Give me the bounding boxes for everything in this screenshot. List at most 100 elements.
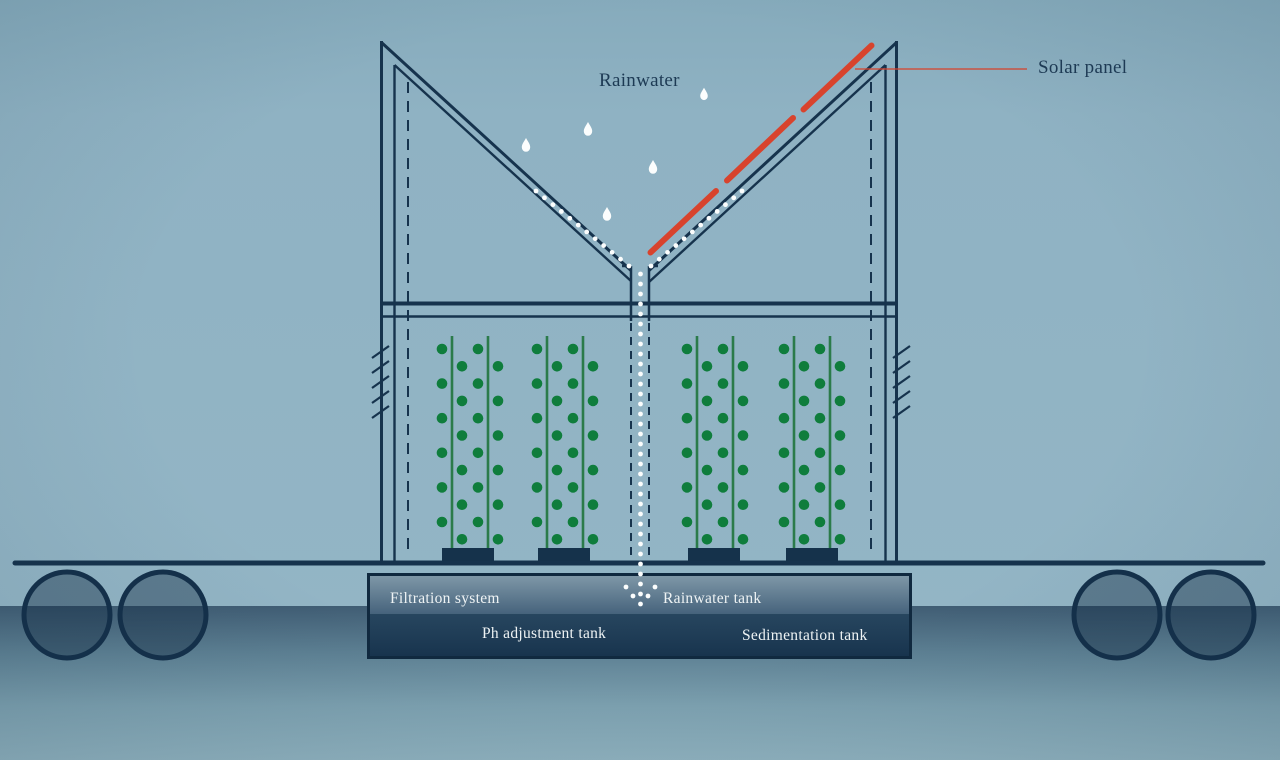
plant-leaf-dot — [472, 412, 484, 424]
tank-lower-band — [370, 614, 909, 656]
plant-leaf-dot — [531, 516, 543, 528]
plant-leaf-dot — [778, 412, 790, 424]
plant-leaf-dot — [717, 378, 729, 389]
planter-box — [442, 548, 494, 561]
water-droplet-icon — [602, 207, 612, 221]
flow-dot-downpipe — [638, 551, 643, 557]
plant-leaf-dot — [814, 412, 826, 424]
flow-dot-downpipe — [638, 411, 643, 417]
plant-leaf-dot — [587, 534, 599, 545]
flow-dot-downpipe — [638, 271, 643, 277]
plant-leaf-dot — [778, 447, 790, 459]
hatch-mark — [892, 360, 911, 374]
plant-leaf-dot — [551, 395, 563, 407]
flow-dot-left-roof — [533, 188, 539, 194]
left-roof-inner — [393, 64, 632, 282]
wheel — [1071, 569, 1163, 661]
hatch-mark — [371, 390, 390, 404]
flow-dot-downpipe — [638, 571, 643, 577]
flow-dot-downpipe — [638, 501, 643, 507]
flow-dot-downpipe — [638, 531, 643, 537]
solar-panel-segment — [724, 115, 796, 184]
gutter-downpipe — [622, 264, 658, 557]
left-roof-outer — [380, 41, 633, 272]
plant-leaf-dot — [834, 534, 846, 545]
plant-leaf-dot — [567, 343, 579, 355]
plant-leaf-dot — [456, 464, 468, 476]
solar-panel-segment — [647, 188, 719, 256]
plant-leaf-dot — [472, 447, 484, 459]
plant-leaf-dot — [531, 378, 543, 389]
flow-dot-downpipe — [638, 301, 643, 307]
flow-dot-left-roof — [626, 263, 632, 269]
water-droplet-icon — [648, 160, 658, 174]
plant-leaf-dot — [814, 516, 826, 528]
flow-dot-downpipe — [638, 481, 643, 487]
plant-leaf-dot — [492, 430, 504, 441]
wheel — [117, 569, 209, 661]
flow-dot-right-roof — [714, 209, 720, 214]
flow-dot-left-roof — [567, 215, 573, 221]
flow-dot-right-roof — [723, 202, 728, 208]
plant-leaf-dot — [551, 499, 563, 511]
plant-leaf-dot — [834, 395, 846, 407]
plant-leaf-dot — [456, 534, 468, 545]
flow-dot-downpipe — [638, 331, 643, 337]
hatch-mark — [371, 360, 390, 374]
plant-leaf-dot — [567, 447, 579, 459]
flow-dot-right-roof — [681, 236, 687, 242]
plant-leaf-dot — [681, 412, 693, 424]
plant-leaf-dot — [814, 343, 826, 355]
plant-leaf-dot — [778, 482, 790, 493]
hatch-mark — [371, 375, 390, 389]
plant-leaf-dot — [681, 482, 693, 493]
flow-dot-right-roof — [656, 256, 662, 262]
plant-leaf-dot — [798, 499, 810, 511]
flow-dot-downpipe — [638, 541, 643, 547]
hatch-mark — [371, 405, 390, 419]
plant-leaf-dot — [798, 464, 810, 476]
trailer-wheels — [21, 569, 1257, 661]
flow-dot-left-roof — [592, 236, 598, 242]
plant-leaf-dot — [587, 499, 599, 511]
plant-leaf-dot — [587, 430, 599, 441]
plant-leaf-dot — [717, 516, 729, 528]
plant-leaf-dot — [531, 343, 543, 355]
plant-leaf-dot — [737, 430, 749, 441]
flow-dot-downpipe — [638, 371, 643, 377]
plant-leaf-dot — [436, 343, 448, 355]
plant-leaf-dot — [456, 430, 468, 441]
planter-box — [538, 548, 590, 561]
flow-dot-downpipe — [638, 521, 643, 527]
plant-leaf-dot — [834, 361, 846, 372]
flow-dot-left-roof — [618, 256, 623, 262]
hatch-mark — [892, 405, 911, 419]
flow-arrowhead-dot — [630, 593, 636, 599]
hatch-mark — [892, 375, 911, 389]
plant-leaf-dot — [436, 516, 448, 528]
plant-leaf-dot — [681, 516, 693, 528]
plant-leaf-dot — [701, 534, 713, 545]
rain-droplets — [521, 87, 708, 221]
plant-leaf-dot — [778, 516, 790, 528]
plant-leaf-dot — [701, 361, 713, 372]
plant-leaf-dot — [737, 534, 749, 545]
flow-dot-downpipe — [638, 601, 643, 607]
plant-leaf-dot — [798, 395, 810, 407]
plant-leaf-dot — [798, 534, 810, 545]
flow-dot-right-roof — [689, 229, 695, 235]
plant-leaf-dot — [472, 343, 484, 355]
flow-dot-downpipe — [638, 351, 643, 357]
flow-dot-downpipe — [638, 361, 643, 367]
flow-dot-left-roof — [575, 222, 581, 228]
ph-adjustment-tank-label: Ph adjustment tank — [482, 625, 607, 642]
plant-leaf-dot — [737, 464, 749, 476]
plant-leaf-dot — [492, 395, 504, 407]
solar-panel — [647, 42, 1027, 256]
flow-dot-left-roof — [542, 195, 547, 201]
flow-dot-downpipe — [638, 421, 643, 427]
plant-leaf-dot — [701, 395, 713, 407]
flow-dot-right-roof — [665, 249, 670, 255]
flow-dot-downpipe — [638, 391, 643, 397]
